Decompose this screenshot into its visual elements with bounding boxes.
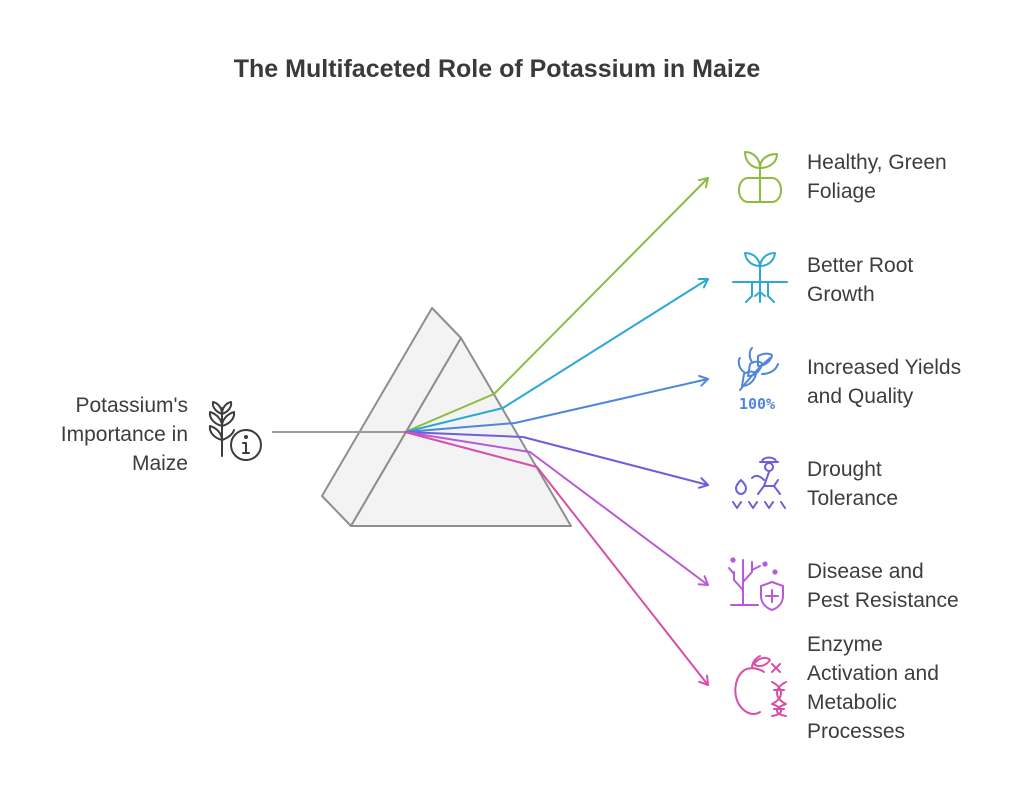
plant-info-icon (208, 401, 262, 461)
output-label-line: Metabolic (807, 691, 897, 714)
output-label-line: Foliage (807, 180, 876, 203)
output-label-line: and Quality (807, 385, 914, 408)
output-label-line: Processes (807, 720, 905, 743)
sprout-icon (738, 151, 782, 203)
output-label-line: Increased Yields (807, 356, 961, 379)
output-label-line: Enzyme (807, 633, 883, 656)
output-label-enzyme: Enzyme Activation and Metabolic Processe… (807, 633, 939, 743)
source-label-line: Maize (132, 452, 188, 475)
diagram-title: The Multifaceted Role of Potassium in Ma… (234, 55, 761, 83)
farmer-watering-icon (732, 456, 786, 509)
apple-dna-icon (734, 655, 787, 717)
ray-enzyme (404, 431, 709, 686)
output-label-line: Growth (807, 283, 875, 306)
ray-disease (404, 431, 709, 586)
output-label-line: Disease and (807, 560, 924, 583)
tree-shield-icon (728, 557, 784, 611)
output-label-line: Activation and (807, 662, 939, 685)
output-label-drought: Drought Tolerance (807, 458, 898, 510)
output-label-line: Drought (807, 458, 882, 481)
source-label-line: Potassium's (75, 394, 188, 417)
output-label-line: Better Root (807, 254, 913, 277)
ray-foliage (404, 177, 709, 433)
output-label-disease: Disease and Pest Resistance (807, 560, 959, 612)
ray-yields (404, 374, 709, 433)
wheat-100-icon-text: 100% (739, 395, 775, 413)
root-growth-icon (732, 252, 788, 303)
output-label-yields: Increased Yields and Quality (807, 356, 961, 408)
ray-root (404, 278, 709, 433)
output-label-line: Healthy, Green (807, 151, 947, 174)
output-label-root: Better Root Growth (807, 254, 913, 306)
output-label-foliage: Healthy, Green Foliage (807, 151, 947, 203)
output-rays (404, 177, 709, 686)
source-label: Potassium's Importance in Maize (61, 394, 188, 475)
source-label-line: Importance in (61, 423, 188, 446)
ray-drought (404, 431, 709, 489)
output-label-line: Pest Resistance (807, 589, 959, 612)
prism (321, 307, 572, 527)
wheat-100-icon: 100% (737, 347, 779, 413)
output-label-line: Tolerance (807, 487, 898, 510)
